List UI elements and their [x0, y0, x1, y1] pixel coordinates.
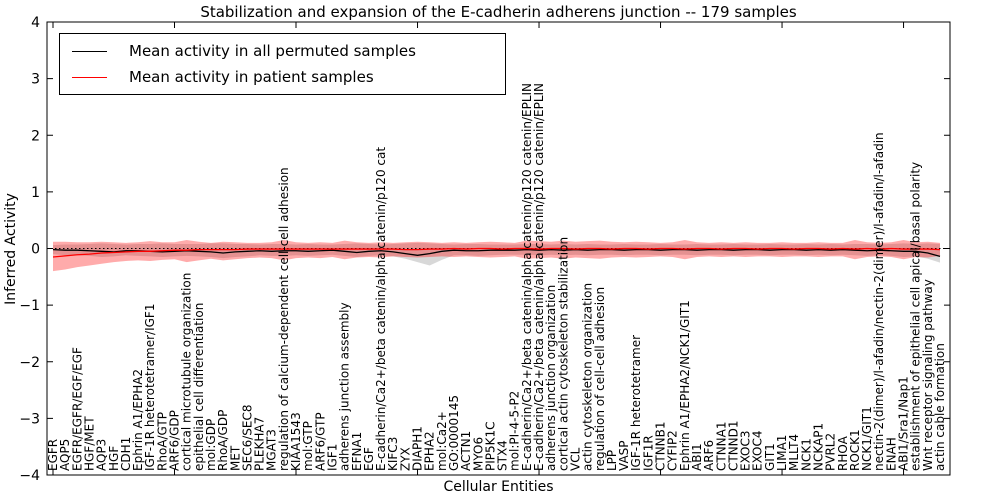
x-category-label: VCL	[568, 447, 582, 471]
x-category-label: ZYX	[398, 447, 412, 471]
y-tick-label: −2	[19, 355, 40, 371]
x-category-label: GO:0000145	[447, 395, 461, 471]
y-tick-label: 1	[31, 185, 40, 201]
x-category-label: LPP	[605, 450, 619, 471]
x-category-label: SEC6/SEC8	[240, 405, 254, 471]
x-category-label: E-cadherin/Ca2+/beta catenin/alpha caten…	[532, 83, 546, 471]
x-category-label: IGF1R	[641, 435, 655, 471]
y-tick-label: 4	[31, 15, 40, 31]
x-category-label: Ephrin A1/EPHA2	[131, 369, 145, 471]
x-category-label: actin cable formation	[933, 343, 947, 471]
x-category-label: regulation of cell-cell adhesion	[593, 287, 607, 471]
legend: Mean activity in all permuted samples Me…	[59, 33, 506, 95]
y-tick-label: −4	[19, 468, 40, 484]
chart-title: Stabilization and expansion of the E-cad…	[200, 3, 797, 21]
x-category-label: mol:GDP	[204, 419, 218, 471]
x-category-label: HGF	[107, 446, 121, 471]
x-category-label: EXOC4	[751, 431, 765, 472]
x-category-label: LIMA1	[775, 435, 789, 471]
x-category-label: AQP5	[58, 439, 72, 471]
patient-line-swatch	[72, 76, 107, 78]
x-category-label: PVRL2	[824, 433, 838, 471]
x-category-label: PIP5K1C	[483, 421, 497, 471]
permuted-mean-line	[52, 248, 941, 258]
x-axis-label: Cellular Entities	[443, 479, 554, 495]
x-category-label: EGFR/EGFR/EGF/EGF	[70, 347, 84, 471]
x-category-label: PLEKHA7	[253, 417, 267, 471]
x-category-label: adherens junction assembly	[338, 302, 352, 471]
x-category-label: mol:Ca2+	[435, 411, 449, 471]
x-category-label: GIT1	[763, 443, 777, 471]
x-category-label: HGF/MET	[82, 416, 96, 471]
x-category-label: mol:PI-4-5-P2	[508, 391, 522, 471]
x-category-label: MGAT3	[265, 429, 279, 471]
x-category-label: CTNNA1	[714, 421, 728, 471]
y-tick-label: 2	[31, 128, 40, 144]
x-category-label: EFNA1	[350, 432, 364, 471]
x-category-label: ARF6/GTP	[313, 412, 327, 471]
x-category-label: ROCK1	[848, 429, 862, 471]
x-category-label: MET	[228, 445, 242, 471]
x-category-label: KIFC3	[386, 437, 400, 471]
x-category-label: regulation of calcium-dependent cell-cel…	[277, 167, 291, 471]
x-category-label: CTNNB1	[654, 421, 668, 471]
x-category-label: VASP	[617, 440, 631, 471]
x-category-label: EXOC3	[739, 431, 753, 472]
y-tick-label: −1	[19, 298, 40, 314]
x-category-label: E-cadherin/Ca2+/beta catenin/alpha caten…	[520, 83, 534, 471]
x-category-label: AQP3	[95, 439, 109, 471]
x-category-label: IGF-1R heterotetramer	[629, 335, 643, 471]
y-tick-label: 3	[31, 72, 40, 88]
y-axis-label: Inferred Activity	[3, 193, 19, 305]
x-category-label: RhoA/GDP	[216, 410, 230, 471]
x-category-label: RHOA	[836, 435, 850, 471]
x-category-label: Ephrin A1/EPHA2/NCK1/GIT1	[678, 300, 692, 471]
legend-item-permuted: Mean activity in all permuted samples	[70, 38, 505, 64]
x-category-label: EPHA2	[423, 431, 437, 471]
patient-std-band	[53, 240, 940, 272]
x-category-label: NCK1	[799, 438, 813, 471]
x-category-label: cortical microtubule organization	[180, 273, 194, 471]
y-tick-label: 0	[31, 242, 40, 258]
x-category-label: CDH1	[119, 437, 133, 471]
x-category-label: IGF1	[325, 444, 339, 471]
x-category-label: establishment of epithelial cell apical/…	[909, 162, 923, 471]
x-category-label: MYO6	[471, 437, 485, 471]
x-category-label: NCK1/GIT1	[860, 406, 874, 471]
patient-mean-line	[52, 247, 941, 258]
x-category-label: actin cytoskeleton organization	[581, 283, 595, 471]
x-category-label: ARF6	[702, 440, 716, 471]
x-category-label: KIAA1543	[289, 412, 303, 471]
x-category-label: ENAH	[884, 437, 898, 471]
x-category-label: ABI1/Sra1/Nap1	[897, 376, 911, 471]
x-category-label: mol:GTP	[301, 421, 315, 471]
x-category-label: EGFR	[46, 439, 60, 471]
legend-label-patient: Mean activity in patient samples	[129, 68, 374, 86]
permuted-line-swatch	[72, 50, 107, 52]
x-category-label: CYFIP2	[666, 430, 680, 471]
x-category-label: RhoA/GTP	[155, 412, 169, 471]
x-category-label: CTNND1	[726, 420, 740, 471]
x-category-label: E-cadherin/Ca2+/beta catenin/alpha caten…	[374, 147, 388, 471]
x-category-label: STX4	[496, 440, 510, 471]
x-category-label: Wnt receptor signaling pathway	[921, 279, 935, 471]
x-category-label: ACTN1	[459, 431, 473, 471]
legend-item-patient: Mean activity in patient samples	[70, 64, 505, 90]
x-category-label: IGF-1R heterotetramer/IGF1	[143, 304, 157, 471]
y-tick-label: −3	[19, 411, 40, 427]
x-category-label: NCKAP1	[811, 423, 825, 471]
legend-label-permuted: Mean activity in all permuted samples	[129, 42, 416, 60]
x-category-label: ARF6/GDP	[168, 410, 182, 471]
x-category-label: ABI1	[690, 443, 704, 471]
x-category-label: adherens junction organization	[544, 285, 558, 471]
x-category-label: epithelial cell differentiation	[192, 303, 206, 471]
x-category-label: DIAPH1	[411, 426, 425, 471]
x-category-label: nectin-2(dimer)/l-afadin/nectin-2(dimer)…	[872, 132, 886, 471]
x-category-label: MLLT4	[787, 434, 801, 471]
plot-frame	[46, 21, 951, 476]
x-category-label: EGF	[362, 447, 376, 471]
x-category-label: cortical actin cytoskeleton stabilizatio…	[556, 237, 570, 471]
